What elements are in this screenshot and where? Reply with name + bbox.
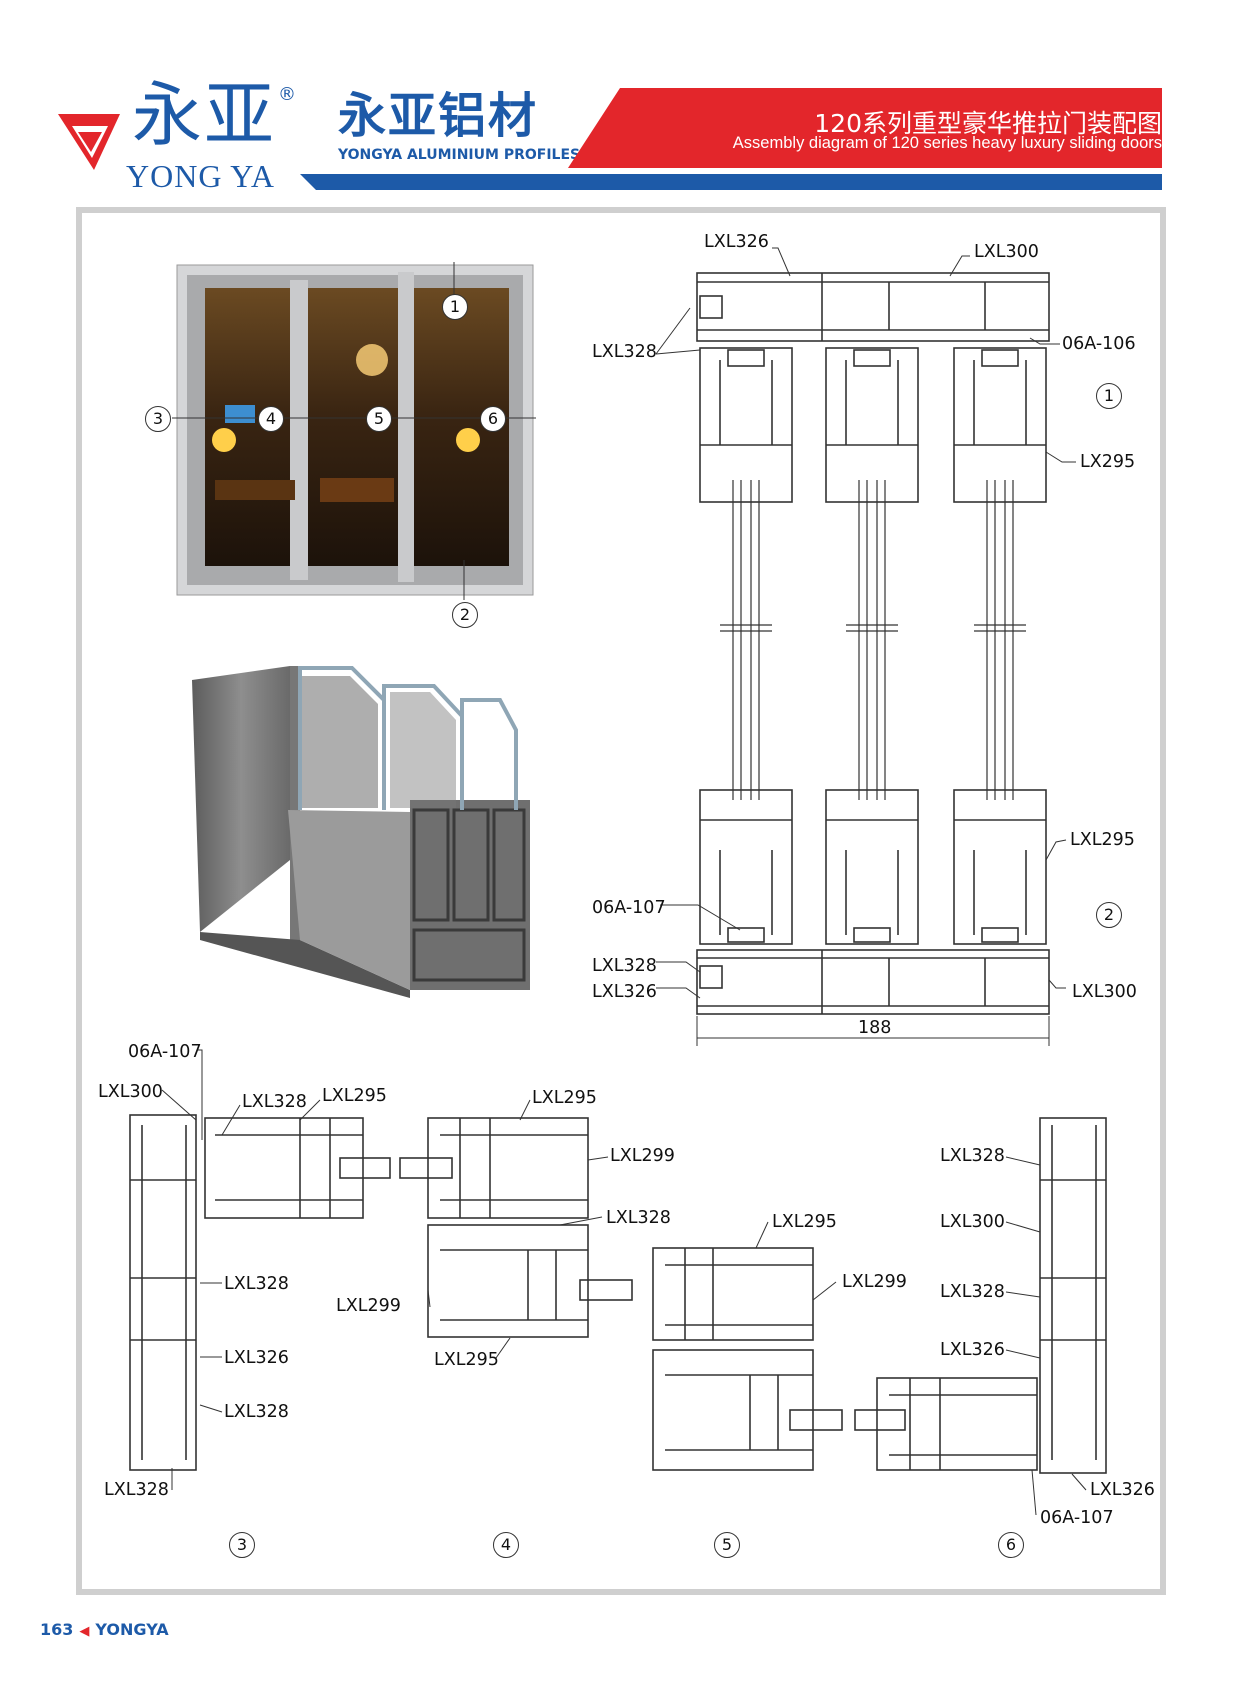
brand-name-cn: 永亚 xyxy=(132,74,276,156)
s5-label-lxl295: LXL295 xyxy=(772,1212,837,1232)
section-5-drawing xyxy=(652,1247,843,1471)
label-06a107-main: 06A-107 xyxy=(592,898,666,918)
section-3-drawing xyxy=(129,1114,391,1471)
dimension-188: 188 xyxy=(858,1018,892,1038)
main-section-drawing xyxy=(696,272,1050,1015)
label-lxl328-left: LXL328 xyxy=(592,342,657,362)
s3-label-lxl328-a: LXL328 xyxy=(242,1092,307,1112)
label-lxl328-bottom: LXL328 xyxy=(592,956,657,976)
profile-3d-render xyxy=(192,666,530,998)
s5-label-lxl299: LXL299 xyxy=(842,1272,907,1292)
s6-label-lxl326-a: LXL326 xyxy=(940,1340,1005,1360)
s6-label-06a107: 06A-107 xyxy=(1040,1508,1114,1528)
footer-brand: YONGYA xyxy=(95,1620,169,1639)
s3-label-lxl300: LXL300 xyxy=(98,1082,163,1102)
s3-label-lxl295: LXL295 xyxy=(322,1086,387,1106)
s3-label-lxl328-b: LXL328 xyxy=(224,1274,289,1294)
registered-mark: ® xyxy=(278,84,296,105)
s4-label-lxl295-b: LXL295 xyxy=(434,1350,499,1370)
photo-marker-5: 5 xyxy=(366,406,392,432)
s3-label-lxl328-c: LXL328 xyxy=(224,1402,289,1422)
section-marker-6: 6 xyxy=(998,1532,1024,1558)
section-4-drawing xyxy=(399,1117,633,1338)
s4-label-lxl295-a: LXL295 xyxy=(532,1088,597,1108)
sash-top-rails xyxy=(699,347,1047,503)
s3-label-lxl326: LXL326 xyxy=(224,1348,289,1368)
header-banner xyxy=(300,88,1162,190)
page-title-en: Assembly diagram of 120 series heavy lux… xyxy=(732,134,1162,152)
photo-marker-3: 3 xyxy=(145,406,171,432)
label-lxl300-bottom: LXL300 xyxy=(1072,982,1137,1002)
s4-label-lxl299-a: LXL299 xyxy=(610,1146,675,1166)
door-photo xyxy=(176,264,534,596)
label-lxl300-top: LXL300 xyxy=(974,242,1039,262)
s3-label-lxl328-d: LXL328 xyxy=(104,1480,169,1500)
s6-label-lxl326-b: LXL326 xyxy=(1090,1480,1155,1500)
photo-marker-4: 4 xyxy=(258,406,284,432)
s6-label-lxl328-b: LXL328 xyxy=(940,1282,1005,1302)
page-number: 163 xyxy=(40,1620,74,1639)
bottom-leader-lines xyxy=(161,1049,1087,1516)
sash-bottom-rails xyxy=(699,789,1047,945)
photo-callouts xyxy=(172,262,536,600)
page-title-cn: 120系列重型豪华推拉门装配图 xyxy=(814,109,1162,138)
label-lxl326-bottom: LXL326 xyxy=(592,982,657,1002)
main-marker-1: 1 xyxy=(1096,383,1122,409)
section-marker-3: 3 xyxy=(229,1532,255,1558)
company-name-cn: 永亚铝材 xyxy=(338,88,539,144)
section-marker-4: 4 xyxy=(493,1532,519,1558)
glazing-lines xyxy=(720,480,1026,800)
s4-label-lxl328: LXL328 xyxy=(606,1208,671,1228)
brand-name-en: YONG YA xyxy=(126,158,275,194)
company-name-en: YONGYA ALUMINIUM PROFILES xyxy=(338,147,581,163)
main-marker-2: 2 xyxy=(1096,902,1122,928)
section-marker-5: 5 xyxy=(714,1532,740,1558)
photo-marker-1: 1 xyxy=(442,294,468,320)
yongya-logo-icon xyxy=(58,114,120,170)
main-leader-lines xyxy=(655,247,1076,999)
photo-marker-6: 6 xyxy=(480,406,506,432)
section-6-drawing xyxy=(854,1117,1107,1474)
s6-label-lxl300: LXL300 xyxy=(940,1212,1005,1232)
dimension-line xyxy=(696,1016,1050,1046)
label-lxl326-top: LXL326 xyxy=(704,232,769,252)
page-header: 永亚 ® YONG YA 永亚铝材 YONGYA ALUMINIUM PROFI… xyxy=(0,0,1242,200)
label-lx295: LX295 xyxy=(1080,452,1136,472)
label-lxl295-right: LXL295 xyxy=(1070,830,1135,850)
s4-label-lxl299-b: LXL299 xyxy=(336,1296,401,1316)
photo-marker-2: 2 xyxy=(452,602,478,628)
page-footer: 163 ◀ YONGYA xyxy=(40,1620,169,1639)
s3-label-06a107: 06A-107 xyxy=(128,1042,202,1062)
s6-label-lxl328-a: LXL328 xyxy=(940,1146,1005,1166)
arrow-left-icon: ◀ xyxy=(79,1624,90,1639)
label-06a106: 06A-106 xyxy=(1062,334,1136,354)
